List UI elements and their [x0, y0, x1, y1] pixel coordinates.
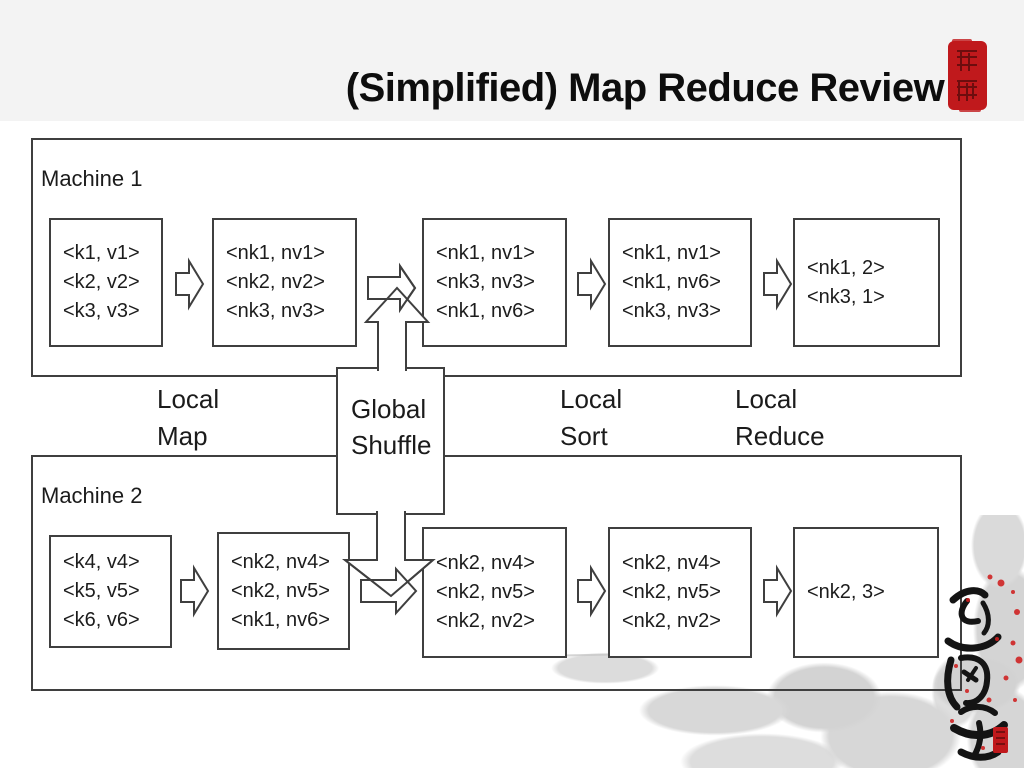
stage-label-line: Map: [157, 421, 208, 451]
m2-reduce-output-box: <nk2, 3>: [793, 527, 939, 658]
global-shuffle-box: Global Shuffle: [336, 367, 445, 515]
kv-line: <nk2, nv5>: [231, 579, 330, 602]
kv-line: <k2, v2>: [63, 271, 140, 293]
kv-line: <nk1, nv6>: [436, 300, 535, 322]
stage-label-line: Local: [157, 384, 220, 414]
kv-line: <nk1, nv6>: [622, 271, 721, 293]
m2-sort-output-box: <nk2, nv4> <nk2, nv5> <nk2, nv2>: [608, 527, 752, 658]
m1-map-output-box: <nk1, nv1> <nk2, nv2> <nk3, nv3>: [212, 218, 357, 347]
stage-label-line: Shuffle: [351, 430, 432, 460]
m1-sort-output-box: <nk1, nv1> <nk1, nv6> <nk3, nv3>: [608, 218, 752, 347]
kv-line: <nk1, nv1>: [436, 242, 535, 264]
kv-line: <nk2, nv5>: [622, 581, 721, 603]
machine-2-panel: [31, 455, 962, 691]
kv-line: <k1, v1>: [63, 242, 140, 264]
kv-line: <nk1, nv1>: [226, 242, 325, 264]
kv-line: <nk2, nv4>: [622, 552, 721, 574]
kv-line: <nk2, 3>: [807, 581, 885, 603]
machine-2-label: Machine 2: [41, 483, 143, 508]
m1-input-box: <k1, v1> <k2, v2> <k3, v3>: [49, 218, 163, 347]
m2-shuffle-output-box: <nk2, nv4> <nk2, nv5> <nk2, nv2>: [422, 527, 567, 658]
kv-line: <nk3, nv3>: [622, 300, 721, 322]
kv-line: <k5, v5>: [63, 580, 140, 602]
stage-label-line: Global: [351, 394, 427, 424]
stage-label-line: Local: [735, 384, 798, 414]
stage-label-line: Local: [560, 384, 623, 414]
page-title: (Simplified) Map Reduce Review: [345, 66, 945, 110]
kv-line: <nk3, 1>: [807, 285, 885, 308]
kv-line: <nk2, nv4>: [231, 550, 330, 573]
kv-line: <nk1, nv6>: [231, 608, 330, 631]
m1-reduce-output-box: <nk1, 2> <nk3, 1>: [793, 218, 940, 347]
kv-line: <nk2, nv2>: [436, 610, 535, 632]
local-sort-label: Local Sort: [560, 381, 622, 455]
kv-line: <nk1, 2>: [807, 256, 885, 279]
kv-line: <nk3, nv3>: [226, 300, 325, 322]
kv-line: <nk2, nv4>: [436, 552, 535, 574]
kv-line: <nk1, nv1>: [622, 242, 721, 264]
local-map-label: Local Map: [157, 381, 219, 455]
kv-line: <k4, v4>: [63, 551, 140, 573]
machine-1-panel: [31, 138, 962, 377]
kv-line: <nk2, nv5>: [436, 581, 535, 603]
m2-input-box: <k4, v4> <k5, v5> <k6, v6>: [49, 535, 172, 648]
kv-line: <nk2, nv2>: [226, 271, 325, 293]
kv-line: <nk2, nv2>: [622, 610, 721, 632]
stage-label-line: Reduce: [735, 421, 825, 451]
title-band: [0, 0, 1024, 121]
m1-shuffle-output-box: <nk1, nv1> <nk3, nv3> <nk1, nv6>: [422, 218, 567, 347]
kv-line: <k6, v6>: [63, 609, 140, 631]
kv-line: <nk3, nv3>: [436, 271, 535, 293]
m2-map-output-box: <nk2, nv4> <nk2, nv5> <nk1, nv6>: [217, 532, 350, 650]
stage-label-line: Sort: [560, 421, 608, 451]
local-reduce-label: Local Reduce: [735, 381, 825, 455]
red-seal-icon: [947, 39, 988, 112]
machine-1-label: Machine 1: [41, 166, 143, 191]
kv-line: <k3, v3>: [63, 300, 140, 322]
